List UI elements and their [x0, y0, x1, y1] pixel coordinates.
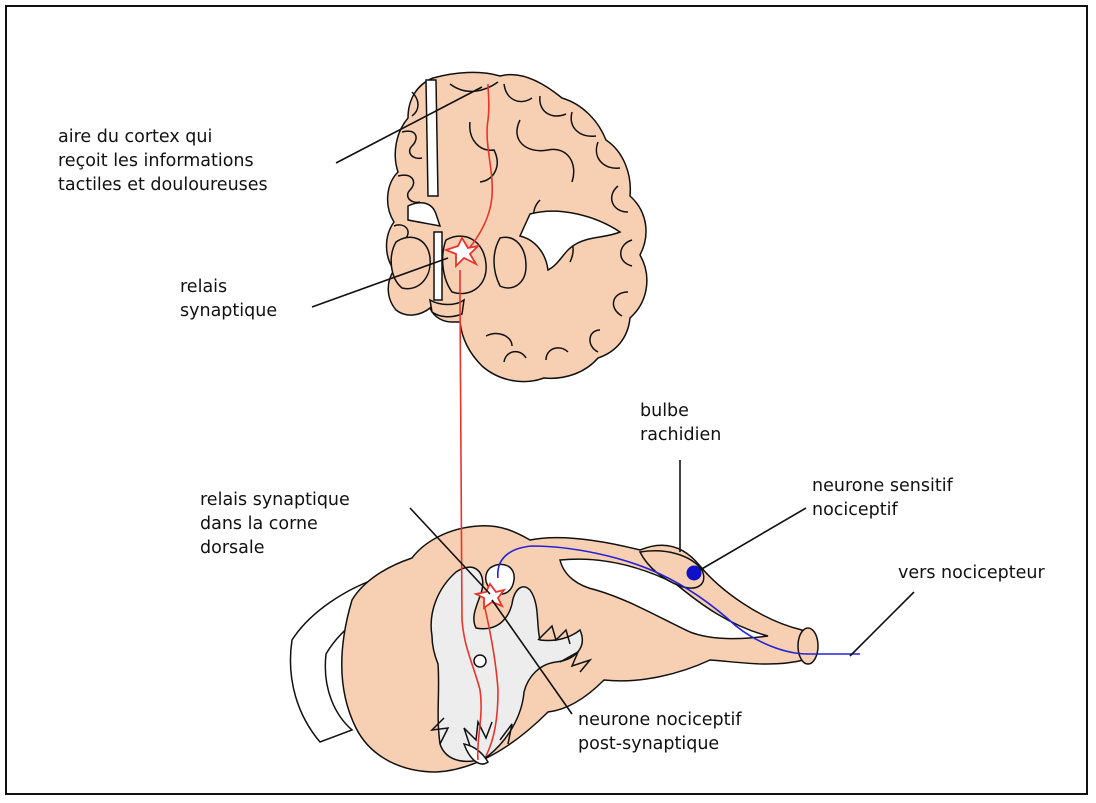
- label-bulb-line-2: rachidien: [640, 423, 721, 447]
- label-dorsal-horn-relay-line-3: dorsale: [200, 536, 350, 560]
- label-cortex-line-2: reçoit les informations: [58, 149, 268, 173]
- label-postsynaptic-neuron: neurone nociceptif post-synaptique: [578, 708, 742, 756]
- label-nociceptor-direction-line-1: vers nocicepteur: [898, 561, 1045, 585]
- leader-nociceptor: [850, 592, 914, 656]
- third-ventricle: [434, 232, 442, 300]
- longitudinal-fissure: [426, 80, 438, 196]
- label-dorsal-horn-relay-line-2: dans la corne: [200, 512, 350, 536]
- label-sensory-neuron: neurone sensitif nociceptif: [812, 474, 953, 522]
- sensory-cell-body: [687, 566, 701, 580]
- label-nociceptor-direction: vers nocicepteur: [898, 561, 1045, 585]
- label-cortex-line-1: aire du cortex qui: [58, 125, 268, 149]
- brain-coronal-section: [387, 72, 647, 381]
- label-cortex-line-3: tactiles et douloureuses: [58, 173, 268, 197]
- label-dorsal-horn-relay-line-1: relais synaptique: [200, 488, 350, 512]
- thalamus-left: [391, 237, 430, 288]
- root-end: [798, 628, 818, 664]
- central-canal: [474, 655, 486, 667]
- label-postsynaptic-neuron-line-2: post-synaptique: [578, 732, 742, 756]
- label-sensory-neuron-line-1: neurone sensitif: [812, 474, 953, 498]
- label-cortex: aire du cortex qui reçoit les informatio…: [58, 125, 268, 197]
- leader-sensory-neuron: [700, 508, 806, 570]
- label-postsynaptic-neuron-line-1: neurone nociceptif: [578, 708, 742, 732]
- label-bulb-line-1: bulbe: [640, 399, 721, 423]
- label-thalamic-relay-line-1: relais: [180, 275, 277, 299]
- label-dorsal-horn-relay: relais synaptique dans la corne dorsale: [200, 488, 350, 560]
- label-sensory-neuron-line-2: nociceptif: [812, 498, 953, 522]
- label-bulb: bulbe rachidien: [640, 399, 721, 447]
- label-thalamic-relay: relais synaptique: [180, 275, 277, 323]
- label-thalamic-relay-line-2: synaptique: [180, 299, 277, 323]
